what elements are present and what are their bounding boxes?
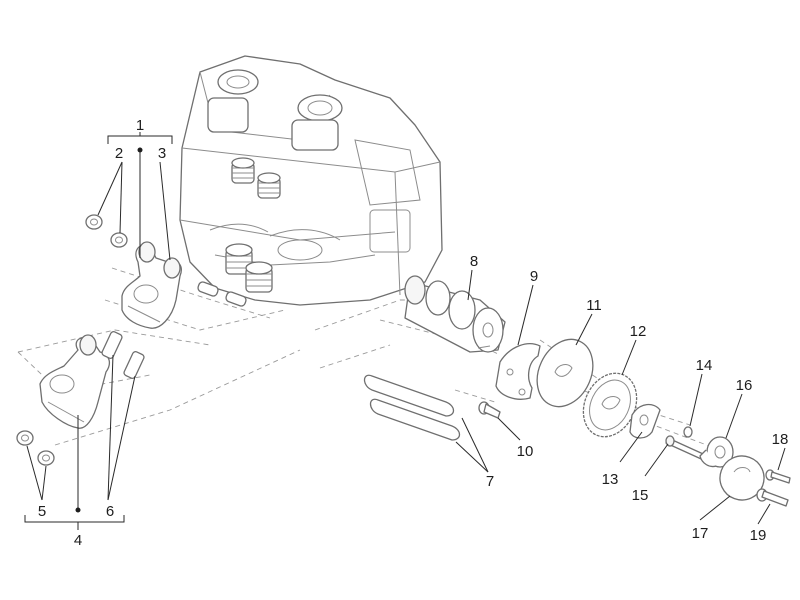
callout-10: 10 bbox=[517, 443, 534, 460]
rocker-arm-upper bbox=[121, 241, 182, 329]
tappet-screws bbox=[197, 281, 247, 307]
callout-18: 18 bbox=[772, 431, 789, 448]
leader-lines bbox=[24, 132, 786, 530]
adjust-screw-6b bbox=[123, 351, 145, 379]
callout-16: 16 bbox=[736, 377, 753, 394]
callout-17: 17 bbox=[692, 525, 709, 542]
washer-14 bbox=[683, 426, 693, 438]
group-4-dot bbox=[75, 507, 81, 513]
plate-9 bbox=[495, 343, 541, 400]
disc-11 bbox=[536, 338, 594, 408]
push-rod-lower bbox=[369, 398, 461, 441]
nut-2b bbox=[110, 232, 128, 248]
valve-spring-lower-right bbox=[245, 261, 273, 293]
callout-11: 11 bbox=[586, 297, 602, 314]
valve-spring-upper-right bbox=[257, 172, 281, 199]
callout-1: 1 bbox=[136, 117, 144, 134]
adjust-screw-6a bbox=[101, 331, 123, 359]
callout-7: 7 bbox=[486, 473, 494, 490]
bolt-19 bbox=[756, 488, 789, 507]
callout-12: 12 bbox=[630, 323, 647, 340]
nut-5b bbox=[37, 450, 55, 466]
valve-spring-upper-left bbox=[231, 157, 255, 184]
valve-springs bbox=[197, 157, 281, 307]
valve-spring-lower-left bbox=[225, 243, 253, 275]
callout-9: 9 bbox=[530, 268, 538, 285]
callout-labels: 1 2 3 4 5 6 7 8 9 10 11 12 13 14 15 16 1… bbox=[38, 117, 789, 549]
cylinder-head bbox=[179, 55, 443, 306]
weight-16 bbox=[699, 436, 734, 468]
bolt-18 bbox=[765, 469, 791, 484]
callout-3: 3 bbox=[158, 145, 166, 162]
callout-6: 6 bbox=[106, 503, 114, 520]
callout-14: 14 bbox=[696, 357, 713, 374]
camshaft bbox=[404, 275, 506, 353]
callout-13: 13 bbox=[602, 471, 619, 488]
rocker-arm-lower bbox=[39, 334, 111, 429]
disc-17 bbox=[719, 455, 765, 501]
bolt-10 bbox=[478, 401, 501, 419]
callout-8: 8 bbox=[470, 253, 478, 270]
bracket-13 bbox=[629, 403, 661, 439]
callout-4: 4 bbox=[74, 532, 82, 549]
callout-19: 19 bbox=[750, 527, 767, 544]
push-rod-upper bbox=[363, 374, 455, 417]
nut-2a bbox=[85, 214, 103, 230]
callout-2: 2 bbox=[115, 145, 123, 162]
callout-15: 15 bbox=[632, 487, 649, 504]
group-1-dot bbox=[137, 147, 143, 153]
callout-5: 5 bbox=[38, 503, 46, 520]
nut-5a bbox=[16, 430, 34, 446]
